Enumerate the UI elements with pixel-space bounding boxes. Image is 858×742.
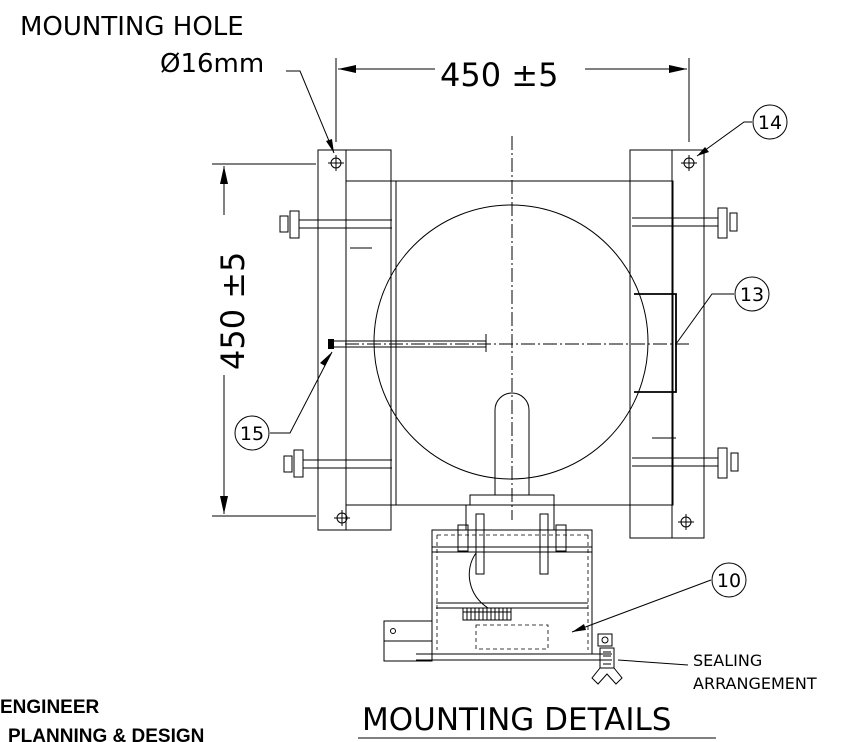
svg-text:10: 10: [717, 570, 741, 592]
vertical-pipe: [469, 392, 555, 506]
vertical-dimension: [212, 163, 316, 517]
leader-13: [675, 293, 734, 345]
clamp-bolt-bottom-left: [283, 449, 392, 478]
leader-15: [270, 351, 333, 434]
dimension-horizontal-label: 450 ±5: [440, 56, 558, 94]
leader-10: [571, 579, 712, 633]
leader-sealing: [617, 659, 689, 666]
svg-text:14: 14: [758, 112, 782, 134]
balloon-13: 13: [734, 276, 770, 312]
sealing-arrangement-label-1: SEALING: [693, 651, 762, 670]
clamp-bolt-top-right: [632, 207, 738, 239]
clamp-bolt-top-left: [279, 210, 392, 249]
dimension-vertical-label: 450 ±5: [214, 252, 252, 370]
svg-text:13: 13: [740, 284, 764, 306]
engineer-label: ENGINEER: [0, 697, 100, 718]
leader-mounting-hole: [286, 70, 335, 154]
mounting-hole-bottom-left: [334, 510, 350, 526]
svg-text:15: 15: [240, 423, 264, 445]
horizontal-dimension: [335, 58, 690, 142]
balloon-15: 15: [234, 415, 270, 451]
mounting-hole-top-right: [681, 155, 697, 171]
main-frame: [345, 180, 674, 506]
balloon-10: 10: [711, 562, 747, 598]
clamp-bolt-bottom-right: [632, 437, 739, 479]
mounting-hole-label: MOUNTING HOLE: [20, 12, 244, 42]
mounting-hole-top-left: [328, 155, 344, 171]
enclosure-box-10: [383, 505, 612, 662]
drawing-title: MOUNTING DETAILS: [362, 702, 671, 738]
rod-15: [328, 334, 487, 352]
department-label: PLANNING & DESIGN: [8, 726, 204, 742]
leader-14: [696, 121, 752, 157]
side-plate-13: [634, 293, 677, 393]
balloon-14: 14: [752, 104, 788, 140]
sealing-wing-nut: [591, 633, 623, 685]
flange-circle: [373, 204, 649, 480]
mounting-hole-bottom-right: [678, 514, 694, 530]
mounting-hole-size-label: Ø16mm: [160, 49, 264, 79]
sealing-arrangement-label-2: ARRANGEMENT: [693, 674, 817, 693]
